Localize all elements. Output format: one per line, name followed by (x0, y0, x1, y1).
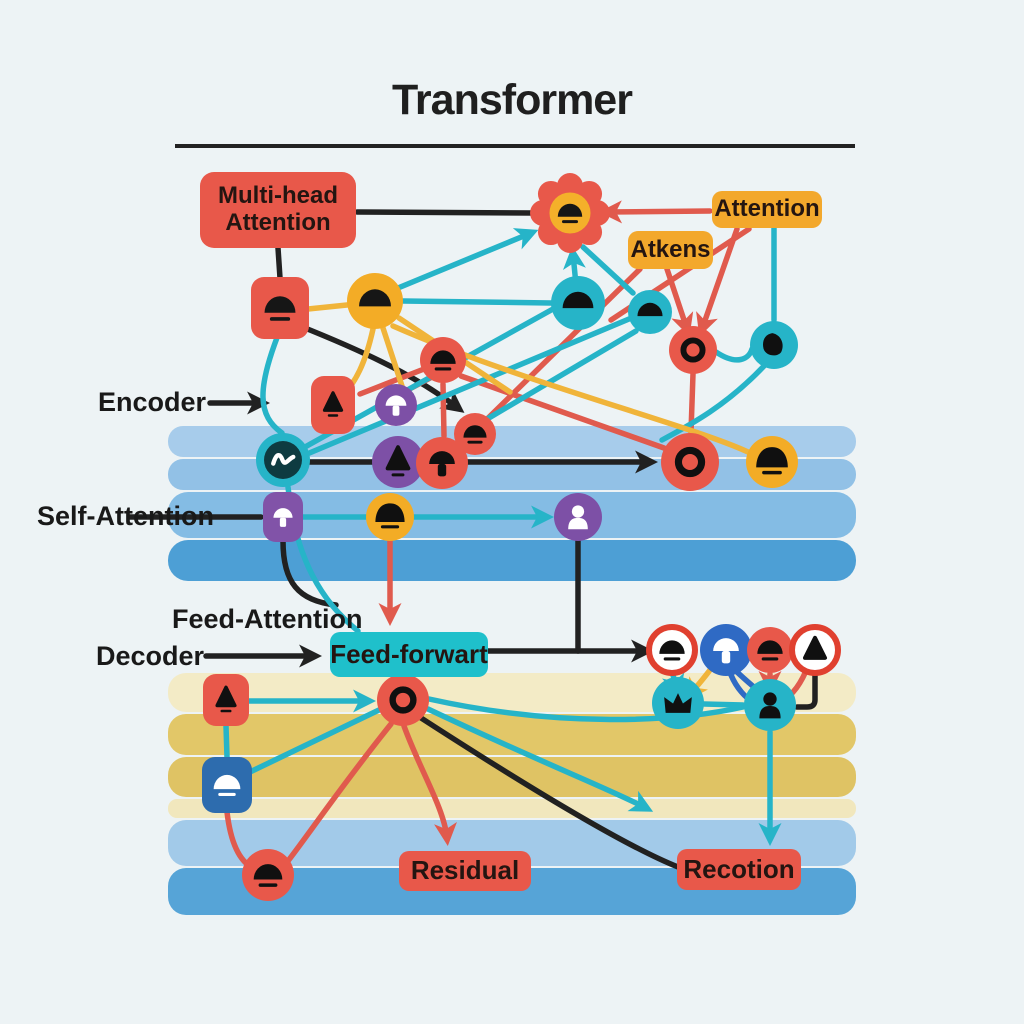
node-person-purple (554, 493, 602, 541)
edge-teal (395, 228, 539, 291)
node-mushroom-purple-square (263, 492, 303, 542)
node-bell-yellow-small (366, 493, 414, 541)
node-dome-red (420, 337, 466, 383)
edge-teal (425, 706, 654, 812)
node-crown-teal (652, 677, 704, 729)
edge-red (357, 366, 427, 397)
edge-red (598, 200, 713, 224)
node-person-teal (744, 679, 796, 731)
edge-teal (701, 701, 746, 708)
edge-teal (469, 328, 639, 431)
node-flower-badge (530, 173, 610, 253)
node-dome-teal-1 (551, 276, 605, 330)
node-bell-red-small (454, 413, 496, 455)
edge-black (297, 323, 465, 413)
label-decoder: Decoder (96, 641, 205, 671)
node-egg-teal (750, 321, 798, 369)
residual-box: Residual (399, 851, 531, 891)
node-ring-red-decoder (377, 674, 429, 726)
title-underline (175, 144, 855, 148)
node-dome-yellow (347, 273, 403, 329)
multi-head-attention-box: Multi-head Attention (200, 172, 356, 248)
node-mushroom-purple (375, 384, 417, 426)
node-squiggle-teal (256, 433, 310, 487)
recotion-box: Recotion (677, 849, 801, 890)
edge-teal (260, 327, 285, 436)
node-mushroom-red (416, 437, 468, 489)
edge-teal (223, 723, 230, 760)
edge-black (275, 245, 283, 281)
edge-teal (659, 363, 767, 443)
edge-black (280, 538, 339, 608)
edge-teal (713, 346, 755, 363)
page-title: Transformer (392, 76, 633, 124)
edge-black (794, 670, 818, 710)
edge-red (440, 381, 447, 439)
edge-red (401, 723, 457, 847)
edge-black (354, 209, 536, 216)
edge-teal (304, 316, 632, 457)
node-token-bell-red (747, 627, 793, 673)
edge-yellow (380, 325, 405, 389)
encoder-band-4 (168, 540, 856, 581)
node-bell-blue-square (202, 757, 252, 813)
edge-red (281, 721, 394, 869)
atkens-box: Atkens (628, 231, 713, 269)
node-dome-teal-2 (628, 290, 672, 334)
node-token-triangle-outline (789, 624, 841, 676)
edge-black (415, 713, 681, 870)
node-dome-red-bottom (242, 849, 294, 901)
edge-red (458, 373, 667, 451)
edge-teal (580, 244, 636, 296)
node-bell-red-square (251, 277, 309, 339)
node-ring-red-top (669, 326, 717, 374)
edge-teal (400, 298, 554, 306)
node-token-bell-outline (646, 624, 698, 676)
node-triangle-purple (372, 436, 424, 488)
label-encoder: Encoder (98, 387, 207, 417)
label-feed-attention: Feed-Attention (172, 604, 363, 634)
node-token-mushroom-blue (700, 624, 752, 676)
node-bell-yellow-band (746, 436, 798, 488)
decoder-band-4 (168, 799, 856, 818)
label-self-attention: Self-Attention (37, 501, 214, 531)
attention-box: Attention (712, 191, 822, 228)
edge-red (664, 266, 694, 337)
node-ring-red-band (661, 433, 719, 491)
edge-teal (426, 696, 746, 723)
node-triangle-red-square (311, 376, 355, 434)
edge-yellow (305, 302, 350, 312)
edge-red (696, 226, 740, 337)
edge-teal (247, 707, 382, 775)
feed-forward-box: Feed-forwart (330, 632, 488, 677)
node-triangle-red-square-2 (203, 674, 249, 726)
